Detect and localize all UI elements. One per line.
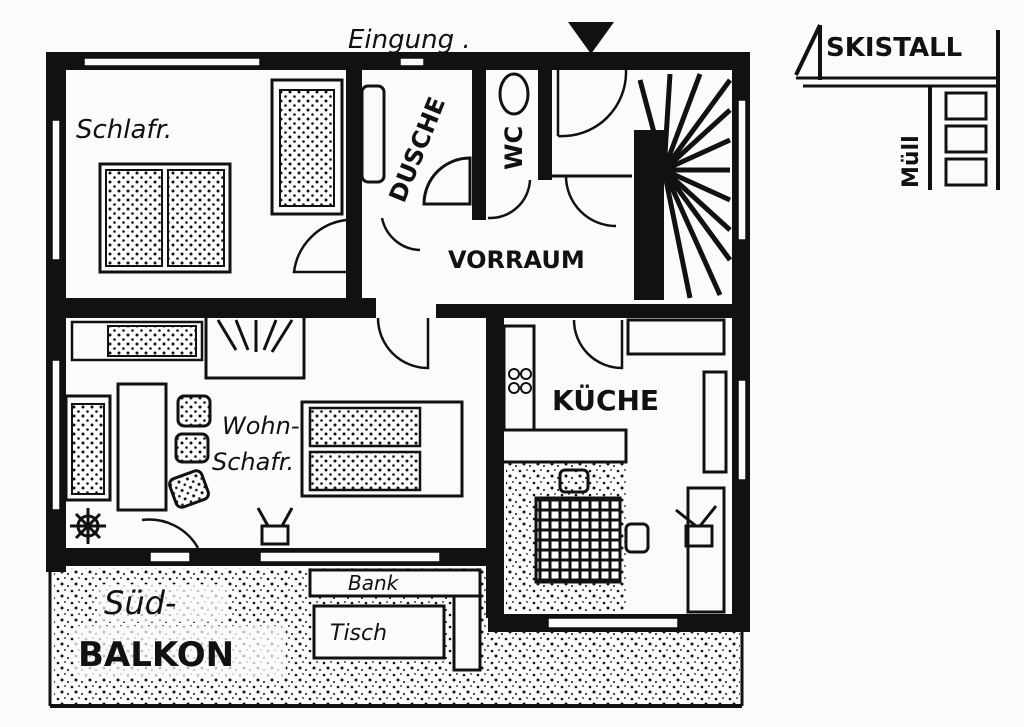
fridge bbox=[702, 370, 728, 474]
kitchen: KÜCHE bbox=[502, 318, 728, 614]
skistall-area: SKISTALL Müll bbox=[794, 24, 1000, 190]
door-swing bbox=[376, 317, 430, 370]
dining-table bbox=[534, 496, 622, 584]
bedroom: Schlafr. bbox=[76, 78, 347, 274]
stove-icon bbox=[70, 508, 106, 544]
bench-label: Bank bbox=[348, 571, 400, 595]
entrance-label: Eingung . bbox=[348, 25, 471, 55]
sofa-bed bbox=[300, 400, 464, 498]
toilet bbox=[498, 72, 530, 116]
balcony-bench bbox=[308, 568, 482, 598]
tv-icon bbox=[675, 505, 718, 548]
door-swing bbox=[487, 179, 532, 220]
muell-label: Müll bbox=[899, 135, 924, 188]
room-label-living-2: Schafr. bbox=[212, 448, 294, 476]
bin bbox=[944, 124, 988, 154]
wc-room: WC bbox=[487, 72, 532, 220]
door-swing bbox=[572, 319, 624, 370]
room-label-living-1: Wohn- bbox=[222, 412, 300, 440]
room-label-kitchen: KÜCHE bbox=[552, 383, 659, 417]
balcony: Bank Tisch Süd- BALKON bbox=[48, 566, 744, 708]
balcony-label-2: BALKON bbox=[78, 635, 234, 675]
door-swing bbox=[380, 217, 421, 252]
entrance-marker: Eingung . bbox=[348, 22, 614, 55]
skistall-label: SKISTALL bbox=[826, 33, 962, 63]
cabinet bbox=[686, 486, 726, 614]
side-bed bbox=[64, 394, 112, 502]
washbasin bbox=[360, 84, 386, 184]
room-label-hall: VORRAUM bbox=[448, 246, 585, 274]
cupboard bbox=[626, 318, 726, 356]
balcony-bench-side bbox=[452, 594, 482, 672]
cabinet bbox=[204, 314, 306, 380]
tv-icon bbox=[256, 507, 294, 546]
chair bbox=[624, 522, 650, 554]
staircase bbox=[637, 73, 733, 299]
bed bbox=[98, 162, 232, 274]
kitchen-counter bbox=[502, 324, 536, 432]
shower-tray bbox=[422, 156, 472, 206]
balcony-door bbox=[141, 518, 200, 549]
balcony-table bbox=[312, 604, 446, 660]
room-label-bedroom: Schlafr. bbox=[76, 115, 172, 145]
windows bbox=[51, 57, 747, 629]
living-room: Wohn- Schafr. bbox=[64, 314, 464, 549]
shower-room: DUSCHE bbox=[360, 84, 472, 252]
door-swing bbox=[564, 175, 617, 228]
door-swing bbox=[292, 218, 347, 274]
table-label: Tisch bbox=[330, 621, 387, 646]
balcony-label-1: Süd- bbox=[104, 584, 176, 622]
bin bbox=[944, 157, 988, 187]
chair bbox=[558, 468, 590, 494]
room-label-wc: WC bbox=[500, 126, 528, 170]
entrance-arrow-icon bbox=[568, 22, 614, 54]
shelf bbox=[70, 320, 204, 362]
entry-area bbox=[552, 69, 632, 228]
door-swing bbox=[557, 69, 628, 138]
room-label-shower: DUSCHE bbox=[384, 93, 451, 206]
chair bbox=[176, 394, 212, 428]
table bbox=[116, 382, 168, 512]
wardrobe bbox=[270, 78, 344, 216]
chair bbox=[168, 469, 210, 509]
chair bbox=[174, 432, 210, 464]
bin bbox=[944, 91, 988, 121]
interior-walls bbox=[66, 70, 734, 618]
